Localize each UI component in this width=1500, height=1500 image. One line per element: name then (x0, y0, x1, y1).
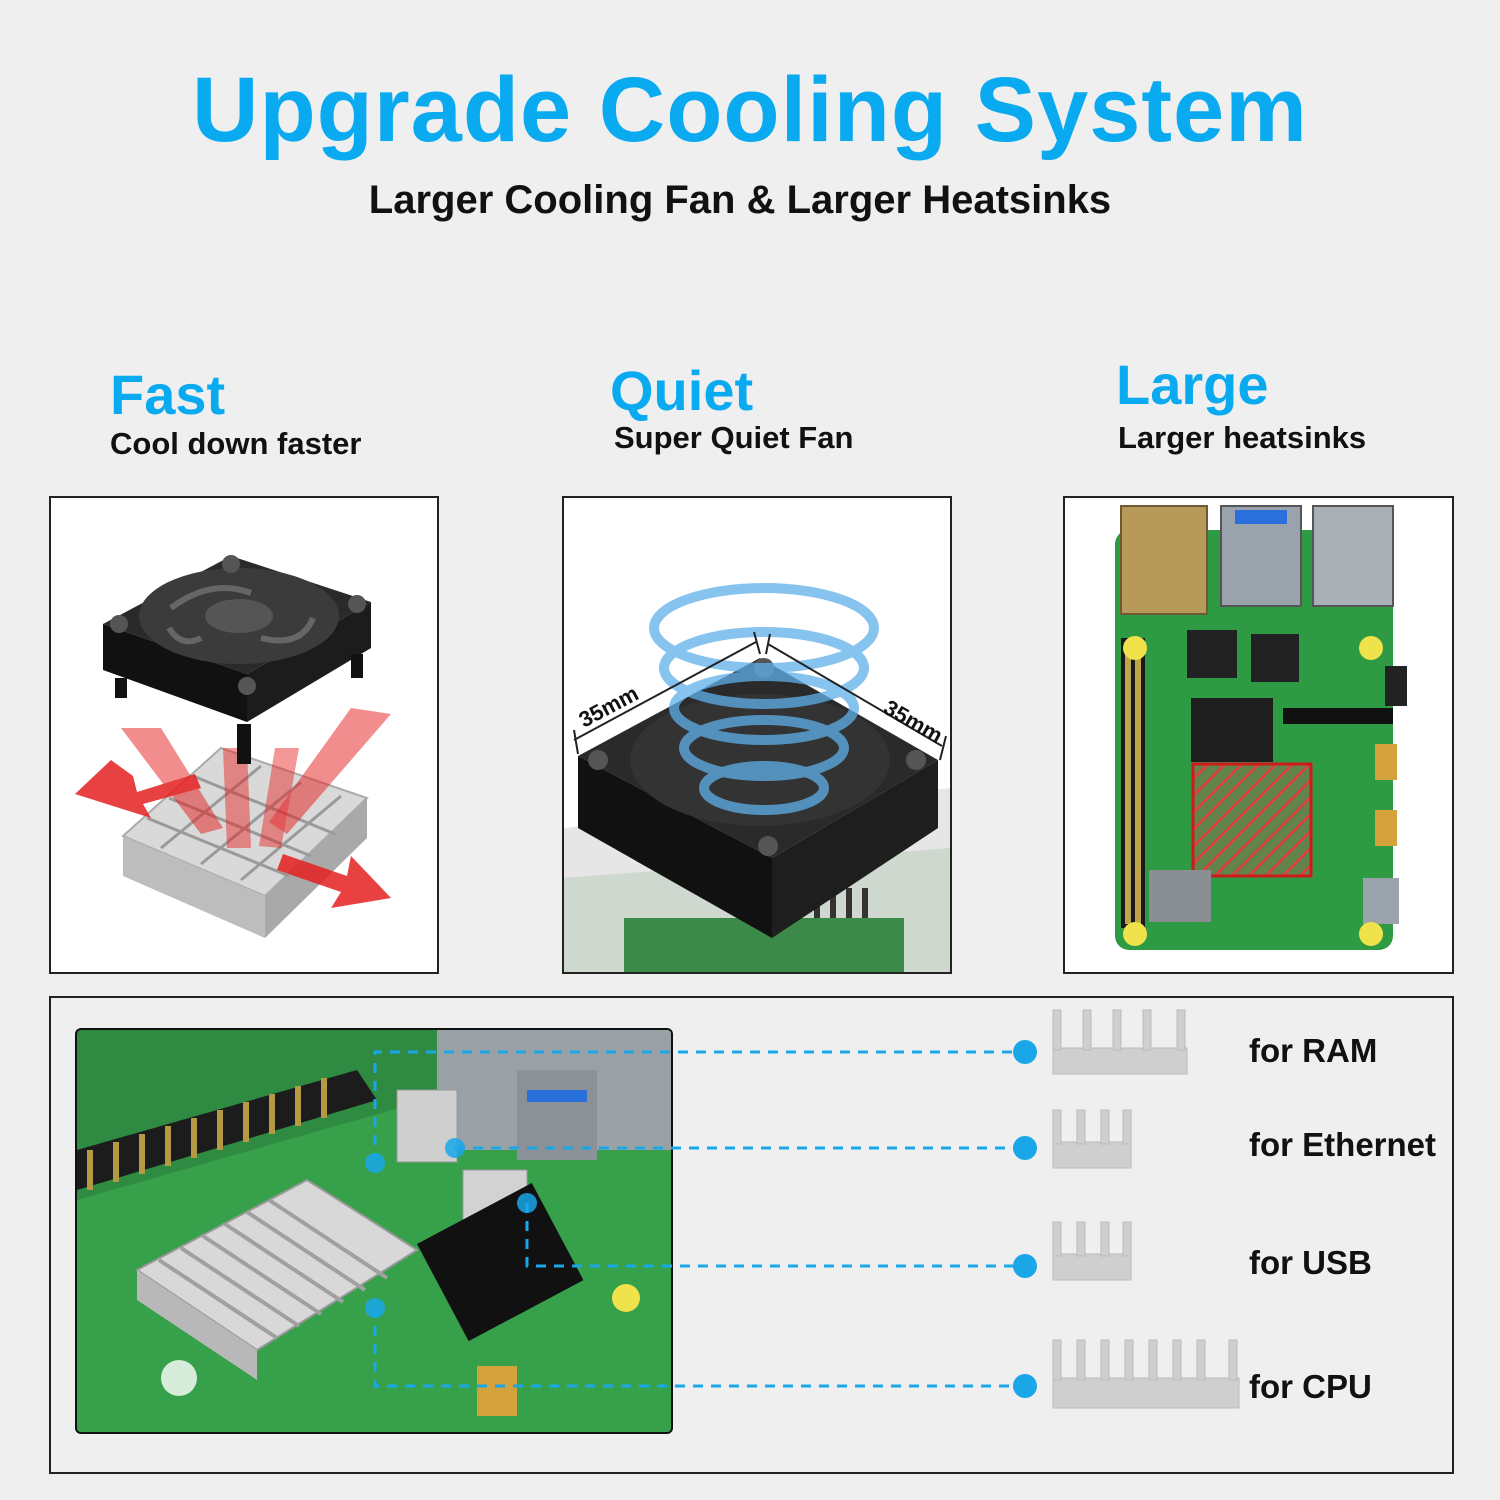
usb2-port (1312, 505, 1394, 607)
usb-c-port (1363, 878, 1399, 924)
gpio-header (1121, 638, 1145, 928)
heatsink-label-ram: for RAM (1249, 1032, 1378, 1069)
panel-fast-fan (49, 496, 439, 974)
feature-caption-fast: Cool down faster (110, 426, 362, 461)
ram-heatsink-installed (396, 1089, 458, 1163)
cooling-fan-image (103, 555, 371, 764)
feature-heading-quiet: Quiet (610, 359, 754, 422)
heatsink-label-usb: for USB (1249, 1244, 1372, 1281)
feature-caption-quiet: Super Quiet Fan (614, 420, 854, 455)
heatsink-label-cpu: for CPU (1249, 1368, 1372, 1405)
audio-jack (1385, 666, 1407, 706)
cpu-highlight (1191, 762, 1313, 878)
display-connector (1283, 708, 1393, 724)
page-title: Upgrade Cooling System (192, 59, 1308, 161)
micro-hdmi-port-1 (1375, 744, 1397, 780)
airflow-swirl (649, 583, 879, 815)
feature-heading-fast: Fast (110, 363, 226, 426)
ethernet-heatsink-icon (1052, 1109, 1132, 1169)
cpu-heatsink-icon (1052, 1339, 1240, 1409)
feature-heading-large: Large (1116, 353, 1269, 416)
quiet-fan-illustration: 35mm 35mm (564, 583, 950, 972)
dimension-lines (573, 631, 947, 761)
feature-caption-large: Larger heatsinks (1118, 420, 1367, 455)
cpu-heatsink-installed (135, 1178, 419, 1380)
camera-connector (1149, 870, 1211, 922)
micro-hdmi-port-2 (1375, 810, 1397, 846)
heatsink-label-ethernet: for Ethernet (1249, 1126, 1437, 1163)
usb-controller-chip (1251, 634, 1299, 682)
usb-heatsink-icon (1052, 1221, 1132, 1281)
ethernet-chip (1187, 630, 1237, 678)
fan-heatsink-illustration (75, 555, 391, 938)
connector-lines (365, 1040, 1037, 1398)
ram-chip (1191, 698, 1273, 762)
page-subtitle: Larger Cooling Fan & Larger Heatsinks (368, 178, 1112, 222)
panel-quiet-fan: 35mm 35mm (562, 496, 952, 974)
airflow-arrows (75, 708, 391, 908)
panel-large-heatsinks (1063, 496, 1454, 974)
board-with-heatsinks-image (75, 1028, 673, 1434)
ram-heatsink-icon (1052, 1009, 1188, 1075)
ethernet-port (1120, 505, 1208, 615)
panel-heatsink-kit: for RAM for Ethernet for USB for CPU (49, 996, 1454, 1474)
board-top-view (1115, 505, 1407, 950)
dimension-left-label: 35mm (575, 680, 643, 732)
